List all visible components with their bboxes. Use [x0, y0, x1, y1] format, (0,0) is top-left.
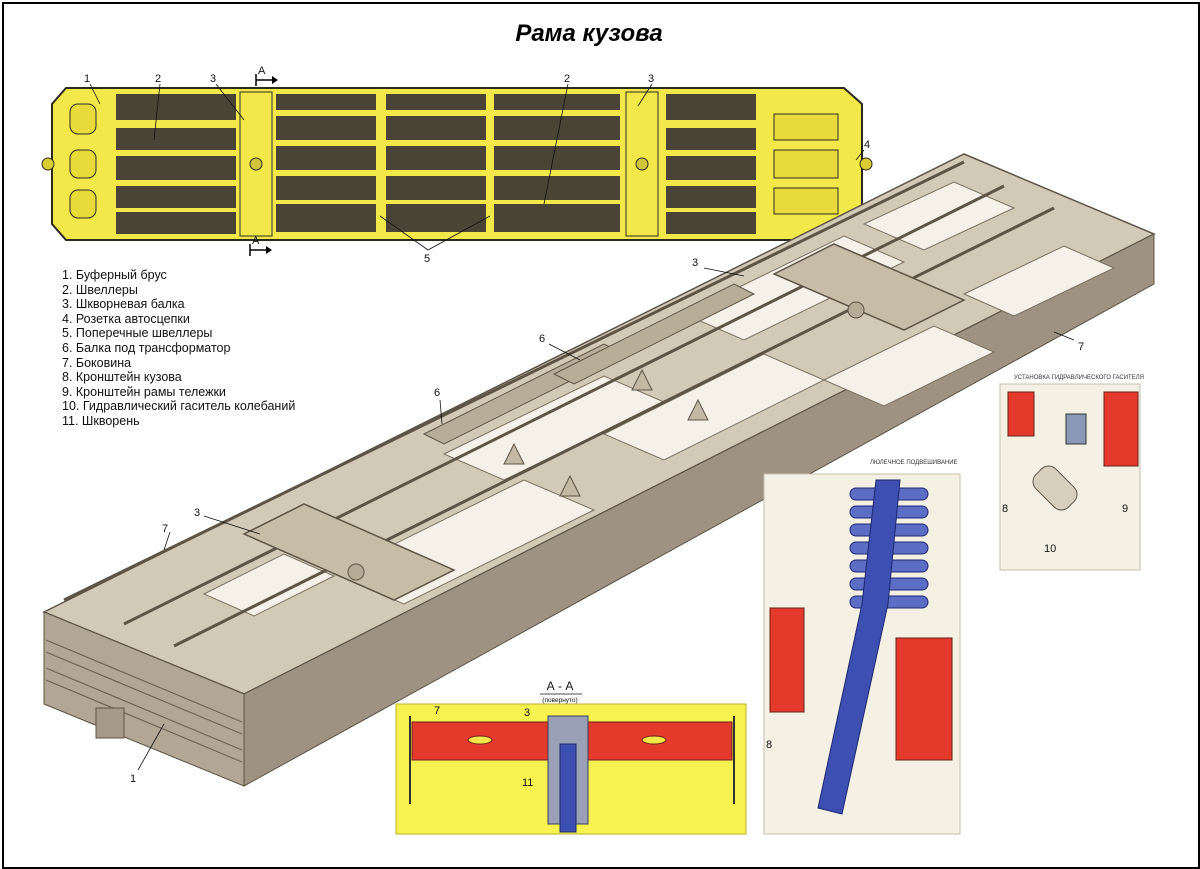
iso-bolster-left: [242, 503, 456, 601]
iso-callout-6a: 6: [539, 333, 545, 345]
plan-callout-5: 5: [424, 253, 430, 265]
legend-item: 7. Боковина: [62, 355, 132, 370]
legend-item: 8. Кронштейн кузова: [62, 370, 182, 385]
damper-callout-8: 8: [1002, 503, 1008, 515]
spring-title: ЛЮЛЕЧНОЕ ПОДВЕШИВАНИЕ: [870, 460, 958, 466]
damper-callout-10: 10: [1044, 543, 1056, 555]
iso-callout-7b: 7: [162, 523, 168, 535]
legend-item: 5. Поперечные швеллеры: [62, 326, 213, 341]
damper-title: УСТАНОВКА ГИДРАВЛИЧЕСКОГО ГАСИТЕЛЯ: [1014, 375, 1144, 381]
iso-callout-6b: 6: [434, 387, 440, 399]
legend: 1. Буферный брус 2. Швеллеры 3. Шкворнев…: [62, 268, 295, 429]
plan-callout-4: 4: [864, 139, 870, 151]
iso-callout-1: 1: [130, 773, 136, 785]
section-aa-title: А - А: [547, 679, 574, 693]
plan-callout-1: 1: [84, 73, 90, 85]
legend-item: 9. Кронштейн рамы тележки: [62, 384, 226, 399]
damper-inset: УСТАНОВКА ГИДРАВЛИЧЕСКОГО ГАСИТЕЛЯ 8 9 1…: [999, 375, 1144, 571]
legend-item: 3. Шкворневая балка: [62, 297, 185, 312]
section-arrow-top: А: [255, 65, 278, 86]
iso-callout-3a: 3: [692, 257, 698, 269]
plan-view: А А 1 2 3 2 3 4 5: [41, 65, 1156, 835]
legend-item: 4. Розетка автосцепки: [62, 311, 190, 326]
plan-callout-3a: 3: [210, 73, 216, 85]
section-aa: А - А (повернуто) 7 3 11: [395, 679, 747, 835]
iso-callout-lines: [137, 267, 1075, 771]
plan-bays: [116, 94, 756, 234]
section-aa-callout-3: 3: [524, 707, 530, 719]
spring-callout-8: 8: [766, 739, 772, 751]
plan-callout-2b: 2: [564, 73, 570, 85]
iso-coupler-socket: [95, 707, 125, 739]
legend-item: 10. Гидравлический гаситель колебаний: [62, 399, 296, 414]
iso-frame: [42, 153, 1156, 787]
iso-cones: [503, 368, 709, 497]
plan-end-left: [41, 103, 97, 219]
plan-pivot-right: [635, 157, 649, 171]
iso-callout-3b: 3: [194, 507, 200, 519]
legend-item: 1. Буферный брус: [62, 268, 167, 282]
iso-callout-7a: 7: [1078, 341, 1084, 353]
section-aa-callout-7: 7: [434, 705, 440, 717]
plan-callout-3b: 3: [648, 73, 654, 85]
plan-pivot-left: [249, 157, 263, 171]
section-aa-subtitle: (повернуто): [542, 697, 577, 704]
plan-callout-2a: 2: [155, 73, 161, 85]
section-mark-bottom: А: [252, 235, 260, 247]
spring-inset: ЛЮЛЕЧНОЕ ПОДВЕШИВАНИЕ 8: [763, 460, 961, 835]
section-arrow-bottom: А: [249, 235, 272, 256]
plan-end-right: [773, 113, 873, 215]
spring-pendulum-rod: [817, 479, 901, 815]
damper-callout-9: 9: [1122, 503, 1128, 515]
legend-item: 11. Шкворень: [62, 413, 140, 428]
legend-item: 6. Балка под трансформатор: [62, 340, 231, 355]
plan-callouts: [89, 83, 865, 251]
legend-item: 2. Швеллеры: [62, 282, 138, 297]
iso-transformer-beam-b: [552, 283, 756, 385]
section-mark-top: А: [258, 65, 266, 77]
diagram-title: Рама кузова: [515, 20, 663, 47]
section-aa-callout-11: 11: [522, 777, 533, 789]
